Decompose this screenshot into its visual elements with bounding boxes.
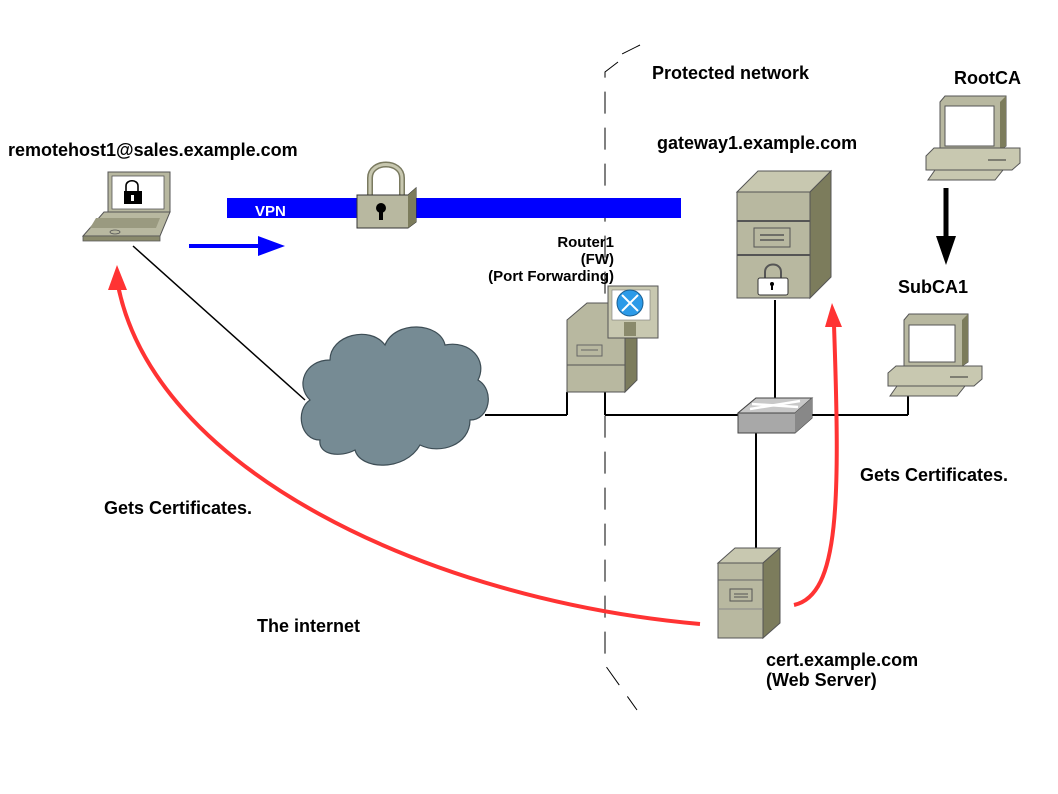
gets-certificates-gateway-label: Gets Certificates.	[860, 465, 1009, 485]
network-links	[132, 245, 909, 548]
server-icon	[716, 546, 782, 640]
router-label-line-3: (Port Forwarding)	[488, 268, 614, 285]
gets-certificates-remote-label: Gets Certificates.	[104, 498, 253, 518]
vpn-direction-arrow	[189, 236, 285, 256]
padlock-icon	[356, 161, 417, 229]
web-server-label-line-1: cert.example.com	[766, 650, 919, 670]
protected-network-boundary	[604, 44, 641, 711]
web-server-label: cert.example.com (Web Server)	[766, 650, 918, 690]
cert-flow-to-gateway	[793, 303, 842, 607]
router-label-line-2: (FW)	[580, 251, 614, 268]
vpn-tunnel	[227, 198, 681, 218]
cloud-icon	[300, 326, 489, 466]
vpn-label: VPN	[255, 203, 286, 220]
protected-network-label: Protected network	[652, 63, 810, 83]
ca-hierarchy-arrow	[936, 188, 956, 265]
link-remote-cloud	[132, 245, 306, 401]
internet-label: The internet	[257, 616, 361, 636]
laptop-lock-icon	[81, 171, 171, 242]
subca-label: SubCA1	[898, 277, 969, 297]
gateway-label: gateway1.example.com	[657, 133, 858, 153]
rootca-label: RootCA	[954, 68, 1021, 88]
switch-icon	[736, 397, 814, 434]
remote-host-label: remotehost1@sales.example.com	[8, 140, 298, 160]
router-firewall-icon	[566, 285, 659, 394]
router-label: Router1 (FW) (Port Forwarding)	[470, 234, 614, 285]
web-server-label-line-2: (Web Server)	[766, 670, 877, 690]
workstation-icon-rootca	[925, 95, 1021, 181]
workstation-icon-subca	[887, 313, 983, 397]
server-lock-icon	[735, 169, 833, 300]
cert-flow-to-remote	[108, 265, 701, 626]
router-label-line-1: Router1	[557, 234, 614, 251]
